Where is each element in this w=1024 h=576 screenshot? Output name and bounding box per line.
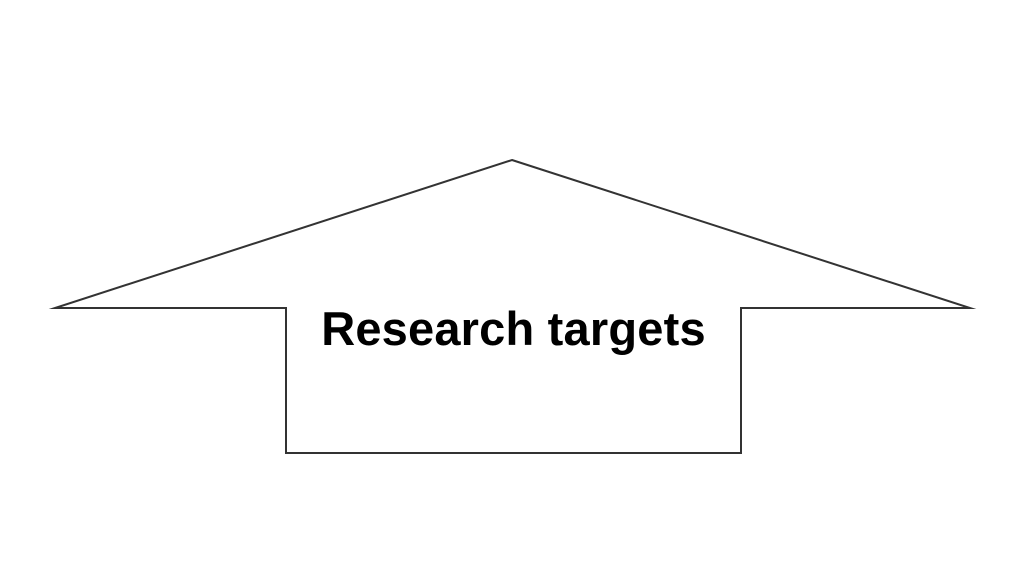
arrow-label-research-targets: Research targets [321,302,706,355]
arrow-outline-path [48,158,977,454]
